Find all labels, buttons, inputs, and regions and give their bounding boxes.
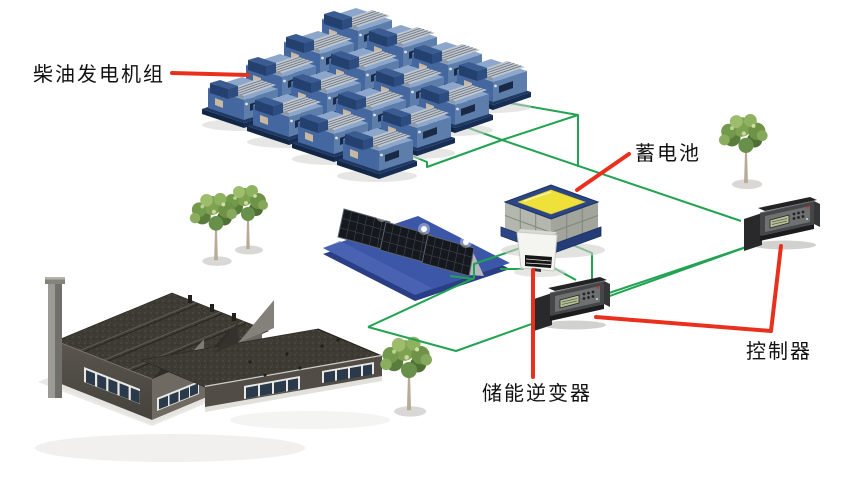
factory-annex bbox=[139, 300, 384, 412]
tree bbox=[189, 192, 238, 267]
solar-panel bbox=[421, 234, 475, 277]
tree bbox=[379, 336, 433, 418]
diesel-generator-array bbox=[201, 7, 532, 183]
callout-line-controller bbox=[594, 244, 783, 333]
label-controller: 控制器 bbox=[746, 340, 812, 363]
factory-building bbox=[35, 277, 390, 462]
callout-labels: 柴油发电机组 蓄电池 储能逆变器 控制器 bbox=[33, 63, 812, 405]
label-battery: 蓄电池 bbox=[635, 142, 701, 165]
diesel-generator bbox=[336, 127, 418, 183]
battery-pack bbox=[500, 184, 605, 258]
factory-window-strip bbox=[322, 362, 374, 383]
solar-array bbox=[323, 208, 510, 301]
factory-window-strip bbox=[244, 376, 300, 399]
battery-yellow-top bbox=[517, 189, 586, 215]
solar-panel bbox=[337, 208, 391, 251]
label-energy-storage-inverter: 储能逆变器 bbox=[482, 382, 592, 405]
solar-platform-walkway bbox=[323, 241, 432, 295]
tree bbox=[718, 113, 769, 190]
connection-factory-to-controller bbox=[367, 243, 756, 352]
callout-lines bbox=[170, 71, 783, 379]
factory-reflection bbox=[35, 434, 305, 462]
inverter-vent-grille bbox=[525, 255, 552, 268]
label-diesel-generator-set: 柴油发电机组 bbox=[33, 63, 165, 86]
controller-right bbox=[743, 196, 821, 252]
callout-line-battery bbox=[575, 152, 631, 192]
callout-line-diesel bbox=[170, 71, 250, 77]
connection-controllers-link bbox=[599, 243, 756, 297]
factory-chimney bbox=[45, 277, 65, 398]
factory-window-strip bbox=[84, 367, 140, 404]
controller-middle bbox=[533, 276, 611, 332]
storage-inverter-unit bbox=[514, 229, 566, 277]
factory-window-strip bbox=[157, 381, 199, 411]
factory-base-trim bbox=[56, 382, 152, 424]
connection-solar-stub bbox=[449, 275, 475, 280]
factory-reflection bbox=[230, 411, 390, 429]
solar-panel bbox=[379, 221, 433, 264]
